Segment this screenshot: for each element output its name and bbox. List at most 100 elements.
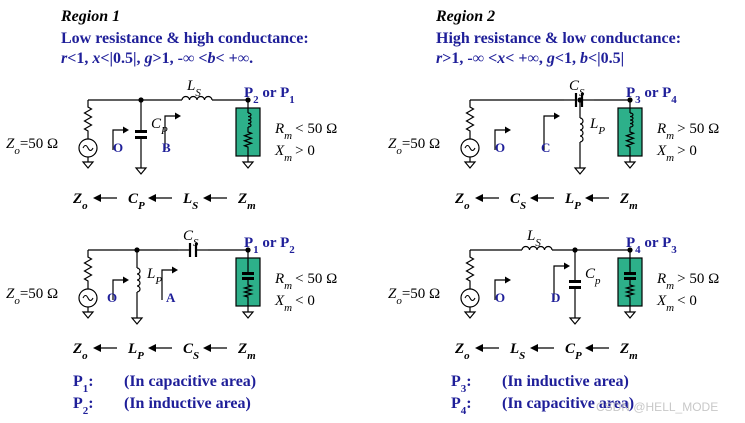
region-heading-text: Region 2 [435, 8, 495, 25]
chain-main: Z [237, 341, 247, 357]
text-span: (In capacitive area) [124, 373, 256, 390]
text-span: : [88, 373, 93, 390]
text-span: P [662, 85, 671, 101]
load-reactance-label: Xm< 0 [656, 293, 697, 314]
chain-main: L [564, 191, 574, 207]
text-span: > 0 [677, 143, 697, 159]
chain-main: L [509, 341, 519, 357]
chain-main: C [183, 341, 194, 357]
left-arrow-icon [93, 344, 117, 352]
arrowhead [475, 344, 483, 352]
region-title: High resistance & low conductance: [436, 30, 681, 47]
chain-sub: o [82, 200, 88, 212]
port-arrow-left [494, 126, 511, 150]
text-span: >1, -∞ < [153, 50, 208, 67]
chain-sub: S [519, 350, 525, 362]
series-inductor-icon [181, 95, 213, 101]
arrowhead [585, 344, 593, 352]
text-span: =50 Ω [402, 136, 440, 152]
text-span: b [208, 50, 216, 67]
ground-triangle [463, 161, 477, 169]
text-span: o [396, 295, 402, 307]
series-element-label: CS [569, 78, 585, 99]
ground-triangle [81, 311, 95, 319]
chain-sub: P [575, 350, 582, 362]
text-span: 3 [671, 244, 677, 256]
text-span: or [259, 85, 280, 101]
series-element-label: LS [526, 228, 541, 249]
text-span: < 50 Ω [295, 121, 337, 137]
load-inductor-icon [247, 112, 252, 128]
note-point: P1: [73, 373, 94, 395]
ac-source-icon [460, 250, 480, 319]
target-point-label: P2 or P1 [244, 85, 295, 106]
chain-label: LP [564, 191, 581, 212]
text-span: o [396, 145, 402, 157]
text-span: C [585, 266, 596, 282]
text-span: 1 [253, 244, 259, 256]
chain-sub: S [192, 200, 198, 212]
text-span: A [166, 290, 176, 305]
left-arrow-icon [585, 194, 609, 202]
watermark: CSDN @HELL_MODE [596, 400, 718, 414]
region-title-text: Low resistance & high conductance: [61, 30, 309, 47]
source-impedance-label: Zo=50 Ω [388, 286, 440, 307]
text-span: or [641, 235, 662, 251]
load-capacitor-plate [624, 272, 636, 275]
ground-triangle [463, 311, 477, 319]
arrowhead [123, 276, 129, 284]
arrow-shaft [553, 265, 565, 300]
ground-triangle [241, 161, 255, 169]
ground-triangle [573, 167, 587, 175]
text-span: <1, [555, 50, 580, 67]
load-resistance-label: Rm> 50 Ω [656, 271, 719, 292]
text-span: > 50 Ω [677, 271, 719, 287]
ground-icon [241, 311, 255, 319]
text-span: P [626, 235, 635, 251]
region-heading: Region 2 [435, 8, 495, 25]
load-reactance-label: Xm> 0 [274, 143, 315, 164]
text-span: < 50 Ω [295, 271, 337, 287]
text-span: P [280, 235, 289, 251]
note-3: P3:(In inductive area) [451, 373, 629, 395]
chain-sub: m [247, 350, 256, 362]
shunt-inductor-icon [579, 117, 584, 143]
chain-label: CS [510, 191, 526, 212]
chain-main: Z [454, 191, 464, 207]
load-capacitor-plate [242, 277, 254, 280]
port-label-left: O [107, 290, 117, 305]
chain-label: Zm [619, 341, 638, 362]
sine-wave [464, 144, 476, 152]
text-span: O [495, 290, 505, 305]
port-label-right: C [541, 140, 550, 155]
region-heading: Region 1 [60, 8, 120, 25]
left-arrow-icon [585, 344, 609, 352]
chain-sub: m [629, 200, 638, 212]
load-resistor-icon [242, 282, 254, 300]
load-reactance-label: Xm< 0 [274, 293, 315, 314]
text-span: O [107, 290, 117, 305]
left-arrow-icon [475, 344, 499, 352]
note-point: P2: [73, 395, 94, 417]
text-span: < +∞. [216, 50, 254, 67]
watermark-text: CSDN @HELL_MODE [596, 400, 718, 414]
ground-triangle [81, 161, 95, 169]
text-span: X [274, 293, 285, 309]
text-span: Z [388, 286, 397, 302]
chain-sub: o [82, 350, 88, 362]
text-span: P [280, 85, 289, 101]
text-span: m [666, 280, 674, 292]
region-header-2: Region 2 High resistance & low conductanc… [435, 8, 681, 67]
text-span: S [195, 87, 201, 99]
text-span: 2 [83, 405, 89, 417]
note-2: P2:(In inductive area) [73, 395, 251, 417]
shunt-capacitor-icon [135, 130, 147, 139]
region-title-text: High resistance & low conductance: [436, 30, 681, 47]
text-span: P [451, 373, 461, 390]
chain-label: Zo [72, 341, 88, 362]
port-arrow-left [112, 276, 129, 300]
shunt-inductor-icon [136, 267, 141, 293]
ground-triangle [134, 167, 148, 175]
